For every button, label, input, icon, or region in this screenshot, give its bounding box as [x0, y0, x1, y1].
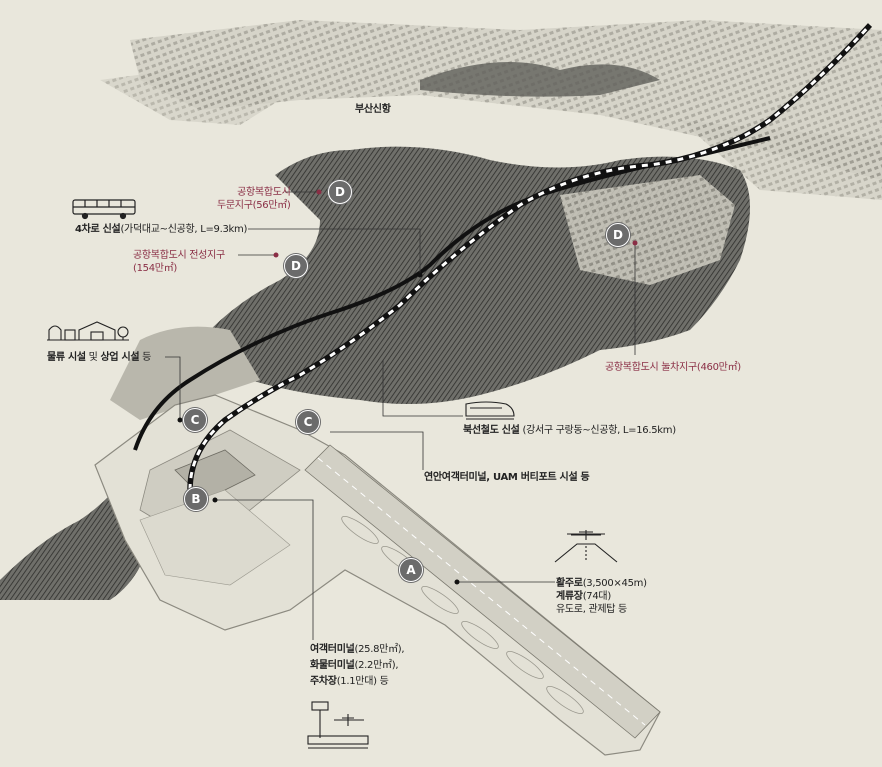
taxiway-markings	[341, 516, 584, 714]
passenger-line1: 여객터미널(25.8만㎡),	[310, 642, 405, 658]
marker-a-runway: A	[399, 558, 423, 582]
runway-l2-bold: 계류장	[556, 591, 583, 602]
marker-d-dumun: D	[328, 180, 352, 204]
marker-d-jeonseong: D	[284, 254, 308, 278]
marker-d-nulcha: D	[606, 223, 630, 247]
east-district	[560, 175, 735, 285]
logistics-bold2: 상업 시설	[100, 352, 140, 363]
runway-l1-bold: 활주로	[556, 578, 583, 589]
jeonseong-district-label: 공항복합도시 전성지구 (154만㎡)	[133, 249, 225, 275]
south-apron	[139, 489, 291, 586]
nulcha-district-label: 공항복합도시 눌차지구(460만㎡)	[605, 362, 741, 373]
logistics-rest: 등	[139, 352, 152, 363]
runway-l1-detail: (3,500×45m)	[582, 578, 647, 589]
west-coast	[110, 326, 260, 420]
black-dots	[177, 272, 460, 585]
control-tower-icon	[307, 701, 369, 749]
passenger-terminal-label: 여객터미널(25.8만㎡), 화물터미널(2.2만㎡), 주차장(1.1만대) …	[310, 642, 405, 690]
rail-label: 북선철도 신설 (강서구 구랑동~신공항, L=16.5km)	[463, 424, 676, 437]
passenger-l3-detail: (1.1만대) 등	[336, 676, 389, 687]
terminal-uam-label: 연안여객터미널, UAM 버티포트 시설 등	[424, 472, 590, 483]
passenger-l1-bold: 여객터미널	[310, 644, 355, 655]
marker-c-logistics: C	[183, 408, 207, 432]
runway-l2-detail: (74대)	[582, 591, 612, 602]
passenger-l1-detail: (25.8만㎡),	[354, 644, 405, 655]
passenger-l3-bold: 주차장	[310, 676, 337, 687]
bus-icon	[72, 199, 136, 220]
train-icon	[465, 401, 515, 420]
leader-lines	[165, 191, 636, 640]
warehouse-icon	[47, 321, 129, 341]
rail-label-bold: 북선철도 신설	[463, 425, 520, 436]
airplane-icon	[554, 530, 618, 563]
dumun-line2: 두문지구(56만㎡)	[217, 200, 291, 211]
dumun-district-label: 공항복합도시 두문지구(56만㎡)	[217, 186, 291, 212]
rail-label-detail: (강서구 구랑동~신공항, L=16.5km)	[519, 425, 676, 436]
logistics-mid: 및	[85, 352, 101, 363]
logistics-bold1: 물류 시설	[47, 352, 86, 363]
passenger-line3: 주차장(1.1만대) 등	[310, 674, 404, 690]
marker-b-passenger: B	[184, 487, 208, 511]
logistics-label: 물류 시설 및 상업 시설 등	[47, 351, 151, 364]
road-label: 4차로 신설(가덕대교~신공항, L=9.3km)	[75, 223, 247, 236]
rail-route-dash	[188, 23, 872, 491]
runway-line2: 계류장(74대)	[556, 590, 647, 603]
jeonseong-line2: (154만㎡)	[133, 263, 177, 274]
marker-c-terminal: C	[296, 410, 320, 434]
runway-label: 활주로(3,500×45m) 계류장(74대) 유도로, 관제탑 등	[556, 577, 647, 616]
runway-line1: 활주로(3,500×45m)	[556, 577, 647, 590]
road-route	[133, 136, 771, 451]
passenger-line2: 화물터미널(2.2만㎡),	[310, 658, 404, 674]
north-mountains	[420, 62, 660, 97]
dumun-line1: 공항복합도시	[237, 187, 291, 198]
road-label-bold: 4차로 신설	[75, 224, 121, 235]
distant-city	[130, 20, 882, 180]
jeonseong-line1: 공항복합도시 전성지구	[133, 250, 225, 261]
passenger-l2-bold: 화물터미널	[310, 660, 355, 671]
runway	[304, 444, 661, 739]
road-label-detail: (가덕대교~신공항, L=9.3km)	[120, 224, 248, 235]
runway-line3: 유도로, 관제탑 등	[556, 604, 627, 615]
busan-newport-label: 부산신항	[355, 104, 391, 115]
left-city	[100, 60, 280, 125]
passenger-l2-detail: (2.2만㎡),	[354, 660, 399, 671]
red-dots	[273, 189, 638, 258]
